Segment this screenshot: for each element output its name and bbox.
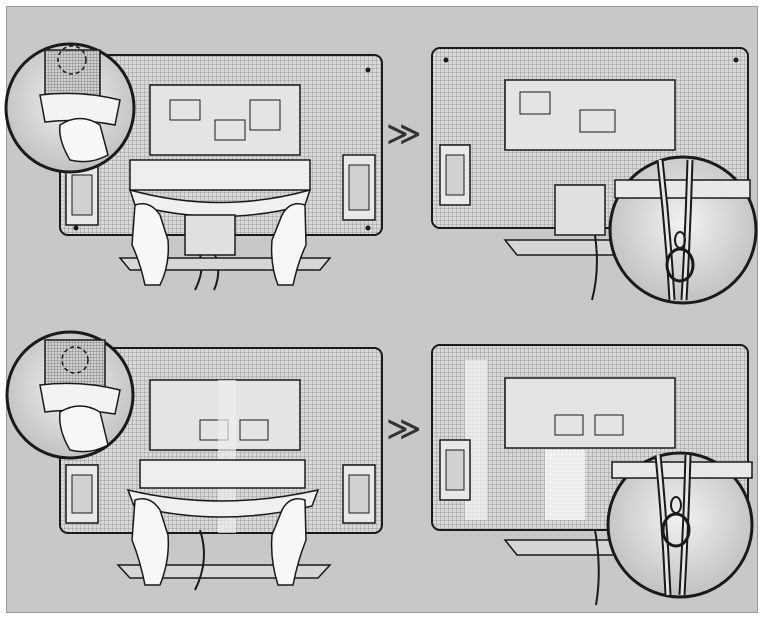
detail-magnifier — [608, 453, 752, 597]
step-2-cable-tied — [432, 345, 752, 605]
detail-magnifier — [7, 332, 133, 458]
detail-magnifier — [6, 44, 134, 172]
next-step-arrow-2: ≫ — [386, 409, 422, 449]
step-1-remove-cover — [6, 44, 382, 290]
next-step-arrow-1: ≫ — [386, 114, 422, 154]
step-1-cable-tied — [432, 48, 756, 303]
cable-cover — [555, 185, 605, 235]
detail-magnifier — [610, 157, 756, 303]
step-2-remove-cover — [7, 332, 382, 590]
cable — [195, 530, 204, 590]
